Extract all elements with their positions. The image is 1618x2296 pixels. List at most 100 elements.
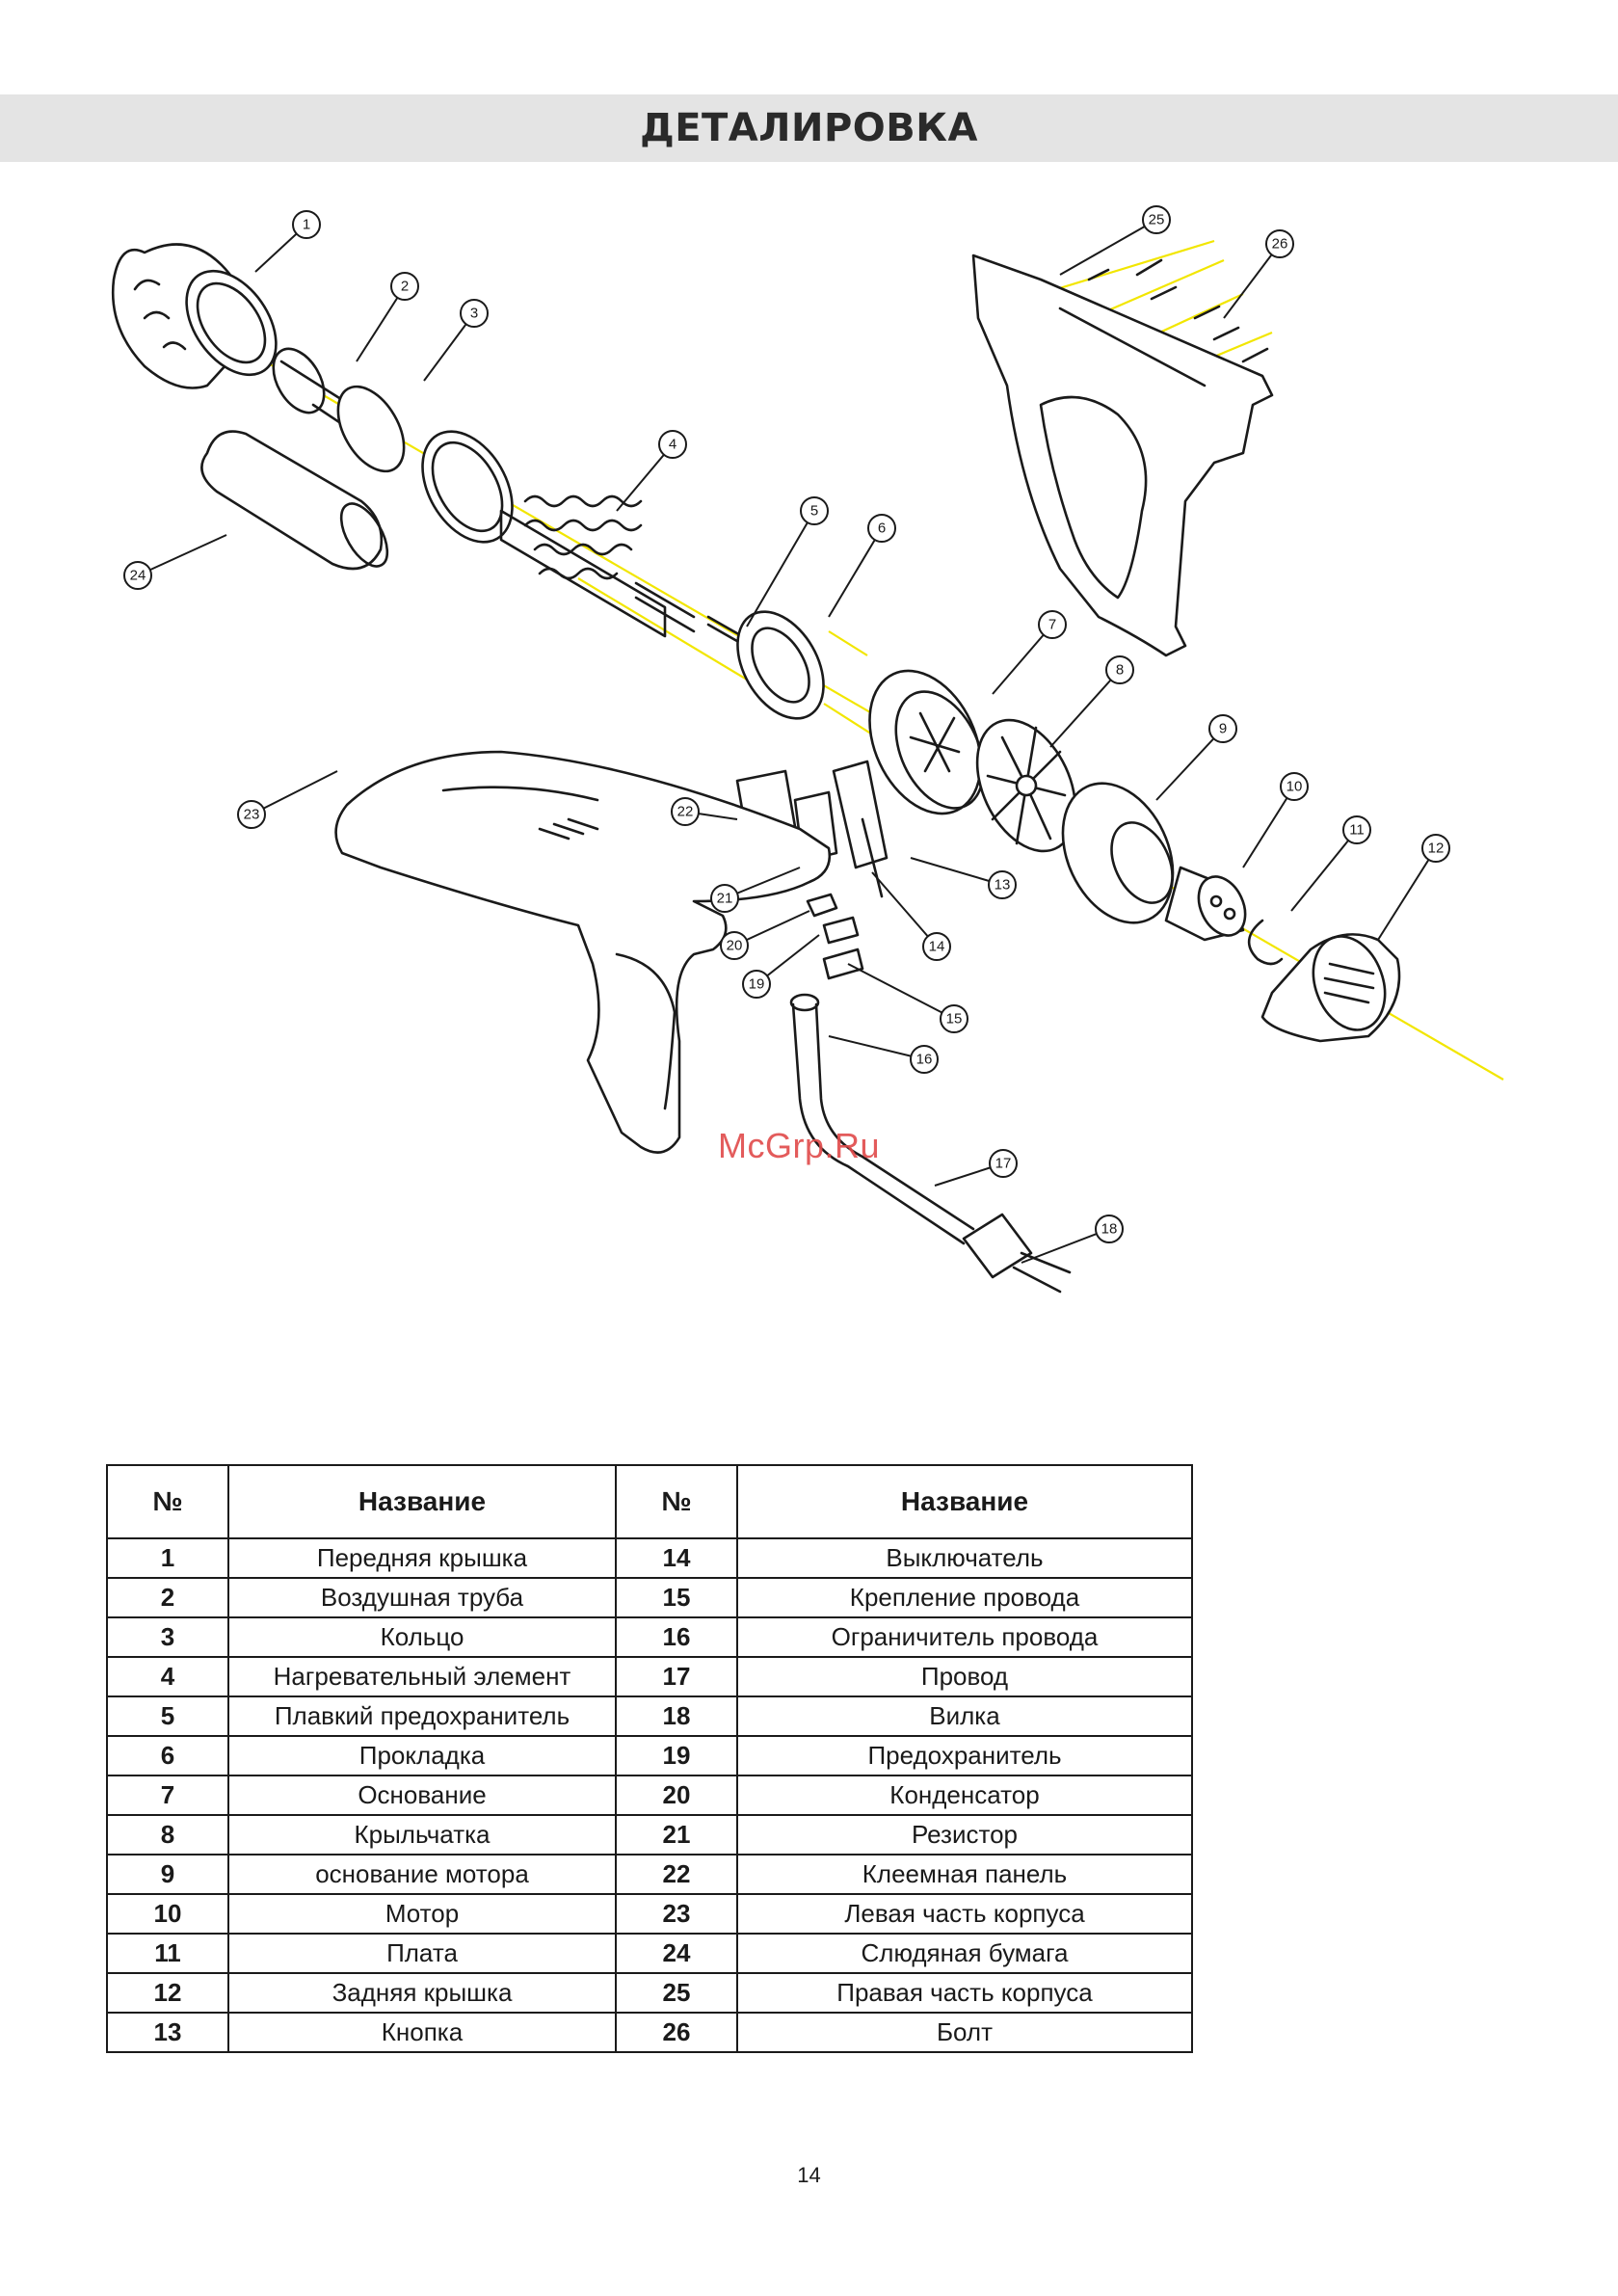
callout-label: 9 — [1219, 721, 1227, 737]
callout-label: 22 — [677, 804, 694, 820]
callout-leader — [828, 1035, 925, 1060]
part-name-right: Клеемная панель — [736, 1854, 1193, 1895]
callout-label: 8 — [1116, 662, 1124, 679]
part-name-right: Крепление провода — [736, 1577, 1193, 1618]
callout-circle — [460, 299, 489, 328]
part-cord-and-plug — [789, 993, 1072, 1294]
callout-leader — [1377, 847, 1437, 941]
callout-circle — [658, 430, 687, 459]
part-name-right: Ограничитель провода — [736, 1616, 1193, 1658]
callout-circle — [1038, 610, 1067, 639]
callout-leader — [871, 871, 938, 948]
callout-circle — [1208, 714, 1237, 743]
part-heating-element — [499, 494, 696, 638]
callout-circle — [123, 561, 152, 590]
callout-circle — [742, 970, 771, 999]
callout-label: 15 — [946, 1011, 963, 1028]
part-number-left: 6 — [106, 1735, 229, 1776]
part-number-left: 5 — [106, 1695, 229, 1737]
callout-leader — [1242, 786, 1295, 868]
callout-label: 13 — [995, 877, 1011, 894]
callout-label: 16 — [916, 1052, 933, 1068]
part-number-left: 10 — [106, 1893, 229, 1935]
callout-leader — [847, 963, 955, 1020]
callout-leader — [616, 443, 674, 512]
part-impeller — [975, 718, 1077, 853]
callout-circle — [1142, 205, 1171, 234]
callout-label: 7 — [1048, 617, 1056, 633]
part-number-right: 25 — [615, 1972, 738, 2014]
part-name-left: Передняя крышка — [227, 1537, 617, 1579]
callout-circle — [710, 884, 739, 913]
header-name-left: Название — [227, 1464, 617, 1539]
part-name-right: Левая часть корпуса — [736, 1893, 1193, 1935]
callout-leader — [1021, 1228, 1110, 1264]
callout-leader — [356, 285, 406, 362]
part-number-right: 20 — [615, 1775, 738, 1816]
callout-label: 24 — [130, 568, 146, 584]
callout-label: 3 — [470, 306, 478, 322]
part-base — [868, 669, 985, 815]
callout-circle — [1421, 834, 1450, 863]
part-number-right: 18 — [615, 1695, 738, 1737]
part-name-left: Основание — [227, 1775, 617, 1816]
page-title-bar: ДЕТАЛИРОВКА — [0, 94, 1618, 162]
callout-circle — [867, 514, 896, 543]
part-number-left: 3 — [106, 1616, 229, 1658]
callout-leader — [746, 510, 815, 627]
callout-leader — [1049, 669, 1121, 748]
table-header-row: № Название № Название — [106, 1464, 1193, 1539]
part-name-left: Прокладка — [227, 1735, 617, 1776]
callout-label: 20 — [727, 938, 743, 954]
part-front-cap — [111, 243, 278, 389]
part-name-left: Мотор — [227, 1893, 617, 1935]
part-name-left: Плавкий предохранитель — [227, 1695, 617, 1737]
part-number-right: 23 — [615, 1893, 738, 1935]
callout-circle — [390, 272, 419, 301]
callout-label: 26 — [1272, 236, 1288, 253]
part-ring — [336, 385, 514, 544]
callouts: 1234567891011121314151617181920212223242… — [123, 205, 1450, 1264]
part-name-right: Болт — [736, 2012, 1193, 2053]
part-board — [1247, 919, 1284, 966]
part-number-right: 15 — [615, 1577, 738, 1618]
callout-leader — [1290, 829, 1358, 912]
callout-circle — [988, 870, 1017, 899]
page-title: ДЕТАЛИРОВКА — [640, 106, 978, 150]
part-gasket — [736, 610, 825, 720]
part-name-right: Правая часть корпуса — [736, 1972, 1193, 2014]
part-name-right: Предохранитель — [736, 1735, 1193, 1776]
part-name-left: Задняя крышка — [227, 1972, 617, 2014]
part-number-left: 13 — [106, 2012, 229, 2053]
callout-circle — [989, 1149, 1018, 1178]
header-number-left: № — [106, 1464, 229, 1539]
part-number-left: 9 — [106, 1854, 229, 1895]
callout-leader — [1223, 243, 1281, 319]
part-number-right: 26 — [615, 2012, 738, 2053]
callout-leader — [910, 857, 1003, 886]
watermark: McGrp.Ru — [718, 1126, 881, 1165]
part-number-left: 1 — [106, 1537, 229, 1579]
callout-label: 18 — [1101, 1221, 1118, 1238]
callout-circle — [671, 797, 700, 826]
part-left-housing — [334, 750, 832, 1154]
part-number-left: 4 — [106, 1656, 229, 1697]
part-mica-paper — [200, 430, 389, 571]
part-number-left: 7 — [106, 1775, 229, 1816]
part-motor-base — [1061, 782, 1175, 924]
part-name-left: Крыльчатка — [227, 1814, 617, 1855]
callout-label: 19 — [749, 976, 765, 993]
callout-label: 5 — [810, 503, 818, 520]
part-motor — [1164, 866, 1247, 942]
callout-label: 2 — [401, 279, 409, 295]
part-name-left: Воздушная труба — [227, 1577, 617, 1618]
